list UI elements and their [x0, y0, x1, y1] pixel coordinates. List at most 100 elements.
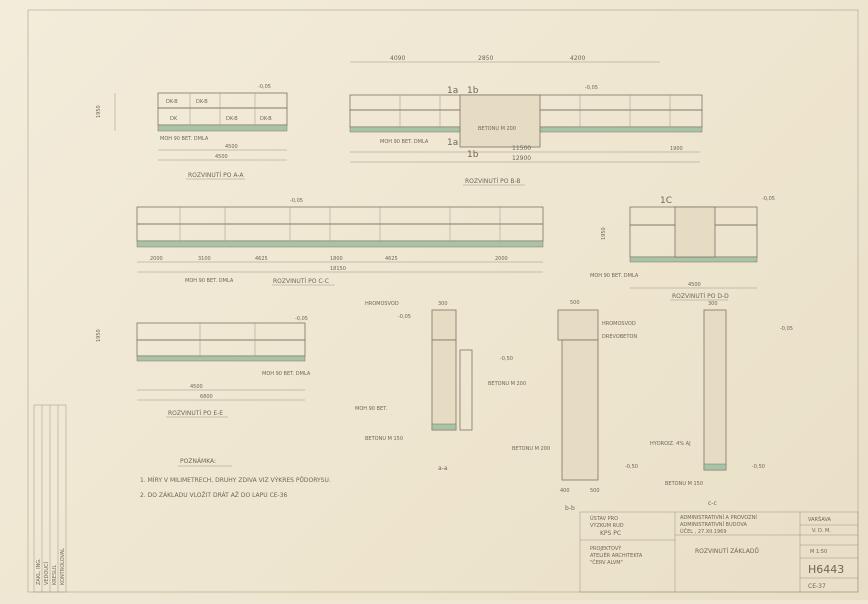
drawing-label: VARŠAVA [808, 516, 831, 523]
drawing-label: 4090 [390, 55, 405, 62]
drawing-label: ROZVINUTÍ PO A-A [188, 172, 244, 179]
drawing-label: BETONU M 150 [665, 481, 703, 487]
drawing-line [431, 423, 457, 431]
drawing-label: 1a [447, 138, 458, 148]
drawing-label: 1800 [330, 256, 343, 262]
drawing-label: ÚSTAV PRO [590, 515, 618, 522]
drawing-label: ADMINISTRATIVNÍ BUDOVA [680, 521, 747, 528]
drawing-label: BETONU M 200 [488, 381, 526, 387]
drawing-label: 11500 [512, 145, 531, 152]
drawing-line [431, 339, 457, 431]
drawing-label: 2000 [495, 256, 508, 262]
drawing-label: DK-B [196, 99, 208, 105]
drawing-label: PROJEKTOVÝ [590, 545, 622, 552]
elevation-b-b: 4090 2850 4200 11500 12900 1900 1a 1b 1a… [349, 55, 703, 186]
drawing-label: KONTROLOVAL [60, 548, 66, 585]
drawing-label: 1900 [670, 146, 683, 152]
drawing-label: ADMINISTRATIVNÍ A PROVOZNÍ [680, 514, 757, 521]
drawing-label: b-b [565, 505, 575, 512]
drawing-label: VEDOUCÍ [43, 561, 50, 585]
drawing-line [459, 349, 473, 431]
drawing-label: 1b [467, 150, 479, 160]
drawing-label: 1C [660, 196, 672, 206]
drawing-label: MOH 90 BET. [355, 406, 388, 412]
section-b-b: 500 400 500 -0,50 HROMOSVOD DREVOBETON B… [512, 300, 638, 512]
drawing-label: MOH 90 BET. DMLA [262, 371, 311, 377]
drawing-label: HROMOSVOD [365, 301, 399, 307]
drawing-label: -0,05 [762, 196, 775, 202]
drawing-label: "ČERV ALVM" [590, 559, 623, 566]
drawing-line [136, 240, 544, 248]
drawing-line [539, 126, 703, 133]
drawing-label: MOH 90 BET. DMLA [185, 278, 234, 284]
drawing-label: 1950 [96, 329, 102, 342]
drawing-label: DREVOBETON [602, 334, 637, 340]
drawing-label: -0,05 [295, 316, 308, 322]
drawing-label: -0,50 [500, 356, 513, 362]
elevation-c-c: 2000 3100 4625 1800 4625 2000 18150 MOH … [136, 198, 544, 286]
drawing-label: VÝZKUM RUD [590, 522, 624, 529]
drawing-label: 1950 [96, 105, 102, 118]
drawing-label: 1a [447, 86, 458, 96]
drawing-label: ÚČEL , 27.XII.1969 [680, 528, 727, 535]
drawing-label: BETONU M 200 [478, 126, 516, 132]
drawing-label: DK [170, 116, 178, 122]
drawing-label: H6443 [808, 563, 844, 576]
elevation-a-a: DK-B DK-B DK DK-B DK-B -0,05 MOH 90 BET.… [96, 84, 288, 180]
drawing-line [136, 223, 544, 242]
approval-stamp: ZAKL. ING. VEDOUCÍ KRESLIL KONTROLOVAL [33, 404, 67, 593]
drawing-label: -0,05 [585, 85, 598, 91]
drawing-label: ROZVINUTÍ PO B-B [465, 178, 521, 185]
drawing-label: CE-37 [808, 583, 826, 590]
drawing-label: 300 [438, 301, 448, 307]
note-1: 1. MÍRY V MILIMETRECH, DRUHY ZDIVA VIZ V… [140, 477, 331, 484]
drawing-line [674, 206, 716, 258]
elevation-e-e: 4500 6800 1950 MOH 90 BET. DMLA -0,05 RO… [96, 316, 311, 418]
drawing-label: ROZVINUTÍ PO C-C [273, 278, 329, 285]
sheet-border [27, 9, 859, 593]
notes: POZNÁMKA: 1. MÍRY V MILIMETRECH, DRUHY Z… [140, 458, 331, 499]
drawing-label: 3100 [198, 256, 211, 262]
drawing-label: 400 [560, 488, 570, 494]
drawing-line [136, 322, 306, 341]
drawing-label: 2850 [478, 55, 493, 62]
section-a-a: 300 -0,05 -0,50 HROMOSVOD BETONU M 200 M… [355, 301, 526, 472]
drawing-label: 1950 [601, 227, 607, 240]
drawing-label: -0,05 [398, 314, 411, 320]
footing-strip [157, 124, 288, 132]
drawing-line [703, 463, 727, 471]
drawing-line [136, 206, 544, 225]
drawing-label: BETONU M 150 [365, 436, 403, 442]
drawing-label: 500 [570, 300, 580, 306]
drawing-line [557, 309, 599, 341]
drawing-label: DK-B [260, 116, 272, 122]
drawing-label: 4625 [385, 256, 398, 262]
drawing-label: 2000 [150, 256, 163, 262]
drawing-line [431, 309, 457, 341]
drawing-label: BETONU M 200 [512, 446, 550, 452]
drawing-label: ROZVINUTÍ PO E-E [168, 410, 223, 417]
elevation-d-d: 1C 4500 1950 MOH 90 BET. DMLA -0,05 ROZV… [590, 196, 775, 301]
drawing-label: -0,05 [780, 326, 793, 332]
drawing-label: ROZVINUTÍ ZÁKLADŮ [695, 548, 759, 555]
drawing-line [349, 126, 461, 133]
drawing-label: 4500 [688, 282, 701, 288]
drawing-label: 6800 [200, 394, 213, 400]
drawing-label: -0,05 [258, 84, 271, 90]
drawing-line [703, 309, 727, 471]
drawing-label: MOH 90 BET. DMLA [590, 273, 639, 279]
drawing-line [561, 339, 599, 481]
drawing-label: MOH 90 BET. DMLA [380, 139, 429, 145]
drawing-label: -0,50 [625, 464, 638, 470]
drawing-line [136, 339, 306, 357]
drawing-label: 4500 [225, 144, 238, 150]
drawing-label: ZAKL. ING. [36, 558, 42, 585]
drawing-label: 18150 [330, 266, 346, 272]
drawing-label: -0,05 [290, 198, 303, 204]
drawing-label: 4500 [190, 384, 203, 390]
drawing-line [579, 511, 859, 593]
drawing-label: V. D. M. [812, 528, 831, 534]
drawing-label: -0,50 [752, 464, 765, 470]
